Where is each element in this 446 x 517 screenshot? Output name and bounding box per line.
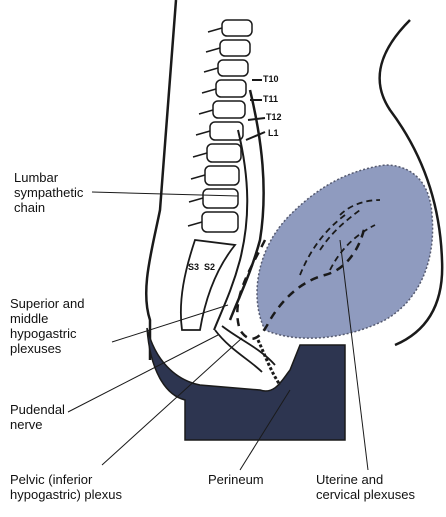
label-superior-middle-hypogastric: Superior and middle hypogastric plexuses <box>10 296 84 356</box>
level-t12: T12 <box>266 112 282 122</box>
level-t11: T11 <box>263 94 278 104</box>
label-perineum: Perineum <box>208 472 264 487</box>
pudendal-nerve-path <box>258 340 280 385</box>
superior-plexus-leader <box>112 305 228 342</box>
label-pelvic-plexus: Pelvic (inferior hypogastric) plexus <box>10 472 122 502</box>
level-l1: L1 <box>268 128 279 138</box>
back-outline <box>146 0 176 360</box>
pelvic-nerves <box>215 326 275 372</box>
label-uterine-cervical-plexuses: Uterine and cervical plexuses <box>316 472 415 502</box>
vertebral-column <box>181 20 252 330</box>
label-pudendal-nerve: Pudendal nerve <box>10 402 65 432</box>
pelvic-floor-region <box>147 328 345 440</box>
label-lumbar-sympathetic-chain: Lumbar sympathetic chain <box>14 170 83 215</box>
level-t10: T10 <box>263 74 279 84</box>
uterus-region <box>257 165 433 338</box>
level-s3: S3 <box>188 262 199 272</box>
sacrum <box>181 240 235 330</box>
level-s2: S2 <box>204 262 215 272</box>
